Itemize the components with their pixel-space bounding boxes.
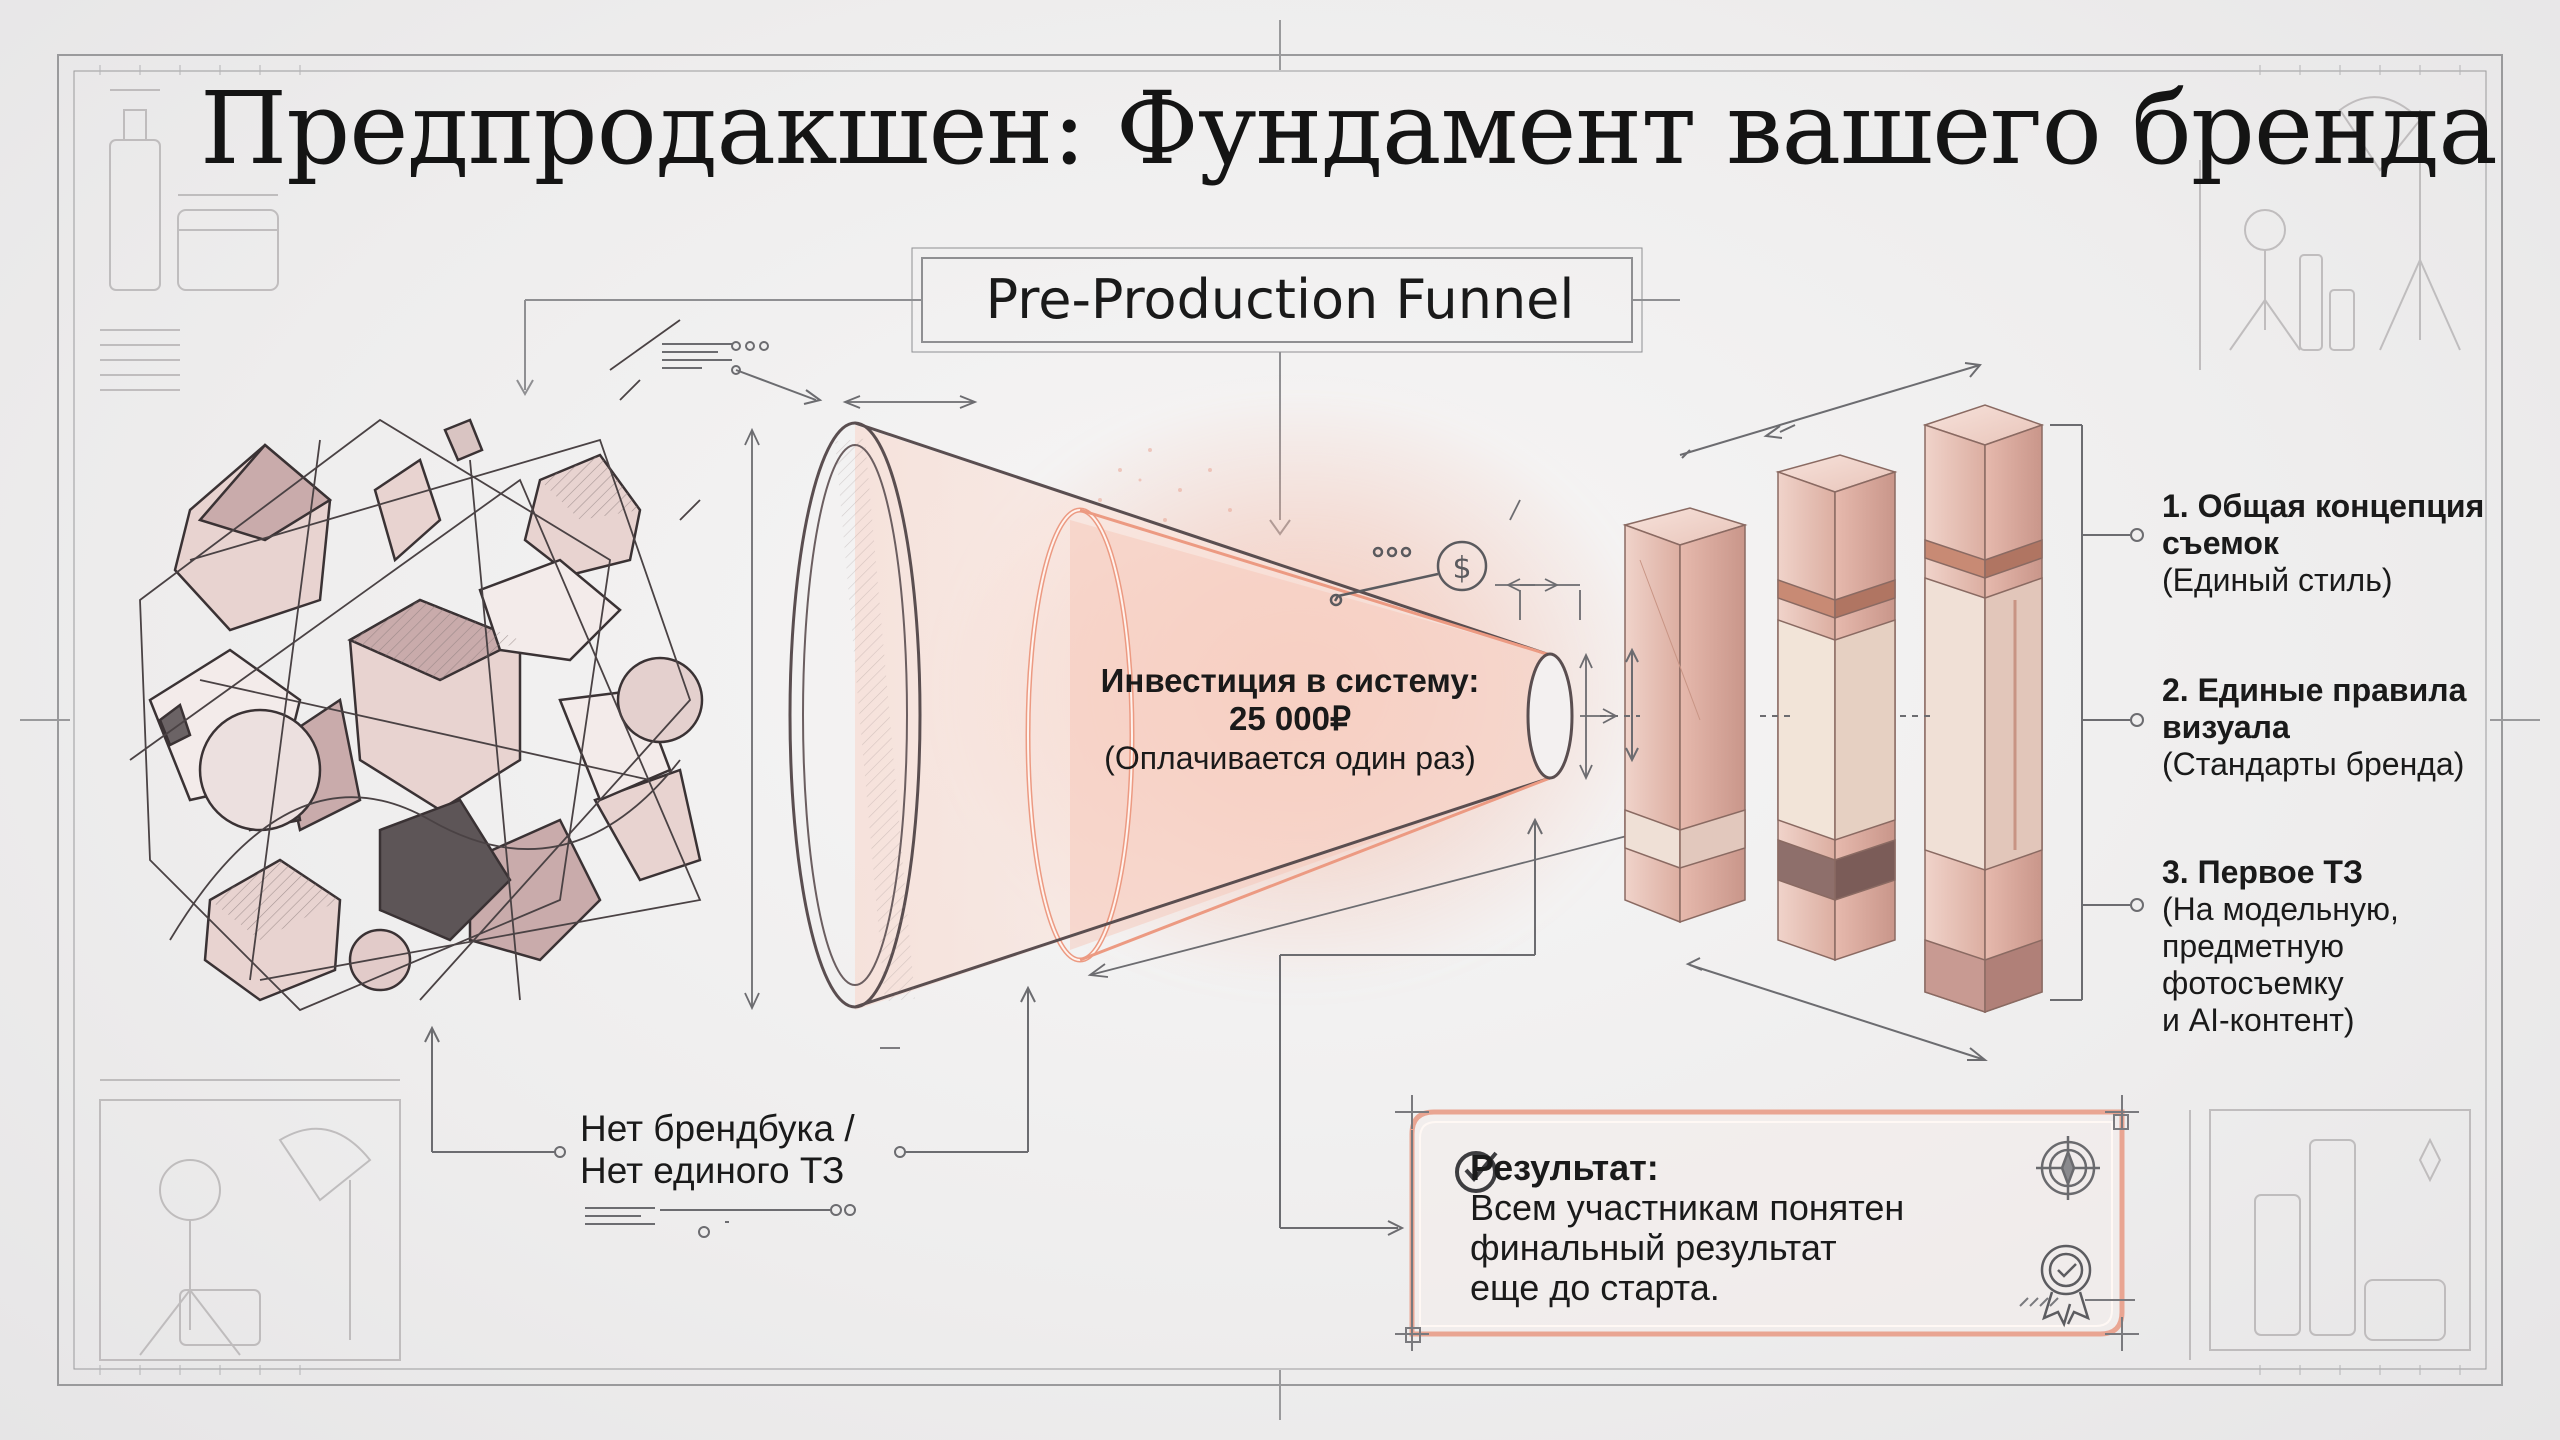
step-3-desc-1: (На модельную, bbox=[2162, 891, 2399, 927]
investment-note: (Оплачивается один раз) bbox=[1104, 740, 1476, 776]
investment-heading: Инвестиция в систему: bbox=[1100, 662, 1480, 699]
step-3-title: 3. Первое ТЗ bbox=[2162, 854, 2363, 890]
step-3-desc-2: предметную bbox=[2162, 928, 2344, 964]
chaos-shapes bbox=[148, 418, 704, 1002]
corner-sketch-top-left bbox=[100, 89, 279, 391]
result-line-2: финальный результат bbox=[1470, 1227, 1837, 1268]
step-3: 3. Первое ТЗ (На модельную, предметную ф… bbox=[2162, 854, 2522, 1039]
page-title: Предпродакшен: Фундамент вашего бренда bbox=[200, 70, 2498, 187]
investment-amount: 25 000₽ bbox=[1229, 700, 1351, 737]
funnel-dimensions bbox=[744, 395, 1653, 1049]
step-1: 1. Общая концепция съемок (Единый стиль) bbox=[2162, 488, 2522, 599]
problem-line-1: Нет брендбука / bbox=[580, 1108, 855, 1149]
pillar-3 bbox=[1922, 404, 2045, 1014]
result-box-frame bbox=[1279, 817, 2139, 1351]
result-line-3: еще до старта. bbox=[1470, 1267, 1720, 1308]
step-2-title-cont: визуала bbox=[2162, 709, 2290, 745]
check-icon bbox=[1455, 1151, 1498, 1193]
blueprint-frame bbox=[20, 20, 2540, 1420]
problem-label: Нет брендбука / Нет единого ТЗ bbox=[580, 1108, 910, 1192]
award-icon bbox=[2040, 1244, 2092, 1328]
svg-text:$: $ bbox=[1452, 551, 1471, 586]
step-2: 2. Единые правила визуала (Стандарты бре… bbox=[2162, 672, 2522, 783]
step-1-title-cont: съемок bbox=[2162, 525, 2279, 561]
pillar-2 bbox=[1775, 454, 1898, 962]
corner-sketch-bottom-right bbox=[2189, 1109, 2471, 1360]
result-title: Результат: bbox=[1470, 1147, 1659, 1188]
step-3-desc-4: и AI-контент) bbox=[2162, 1002, 2355, 1038]
step-2-desc: (Стандарты бренда) bbox=[2162, 746, 2465, 782]
step-3-desc-3: фотосъемку bbox=[2162, 965, 2344, 1001]
funnel bbox=[788, 390, 1660, 1010]
result-box: Результат: Всем участникам понятен финал… bbox=[1470, 1148, 2030, 1308]
corner-sketch-bottom-left bbox=[99, 1079, 401, 1361]
step-2-title: 2. Единые правила bbox=[2162, 672, 2467, 708]
investment-block: Инвестиция в систему: 25 000₽ (Оплачивае… bbox=[1040, 662, 1540, 778]
compass-icon bbox=[2036, 1136, 2100, 1200]
chaos-lines bbox=[129, 319, 702, 1012]
funnel-label: Pre-Production Funnel bbox=[985, 268, 1575, 331]
problem-line-2: Нет единого ТЗ bbox=[580, 1150, 845, 1191]
dollar-icon: $ bbox=[1329, 540, 1488, 607]
pillar-dimensions bbox=[1600, 362, 2144, 1061]
step-1-title: 1. Общая концепция bbox=[2162, 488, 2485, 524]
result-line-1: Всем участникам понятен bbox=[1470, 1187, 1905, 1228]
step-1-desc: (Единый стиль) bbox=[2162, 562, 2393, 598]
problem-connectors bbox=[424, 985, 1036, 1238]
pillar-1 bbox=[1622, 507, 1748, 924]
corner-sketch-top-right bbox=[2199, 96, 2461, 370]
ruler-ticks bbox=[99, 65, 2461, 1375]
chaos-annotations bbox=[662, 341, 823, 405]
